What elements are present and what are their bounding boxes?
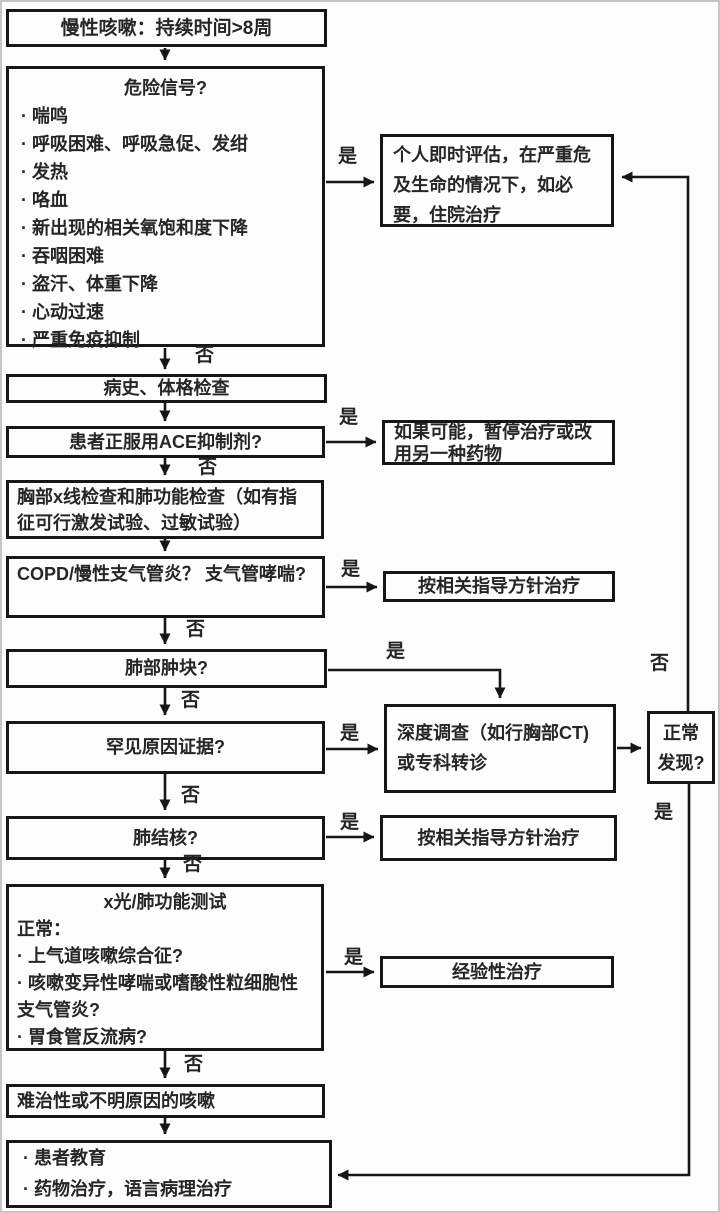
node-xray-lung-function: x光/肺功能测试 正常： · 上气道咳嗽综合征? · 咳嗽变异性哮喘或嗜酸性粒细… (6, 884, 324, 1051)
list-item: · 吞咽困难 (21, 246, 104, 266)
node-history-exam: 病史、体格检查 (6, 374, 327, 403)
list-item: · 药物治疗，语言病理治疗 (23, 1179, 232, 1199)
label-no-tb: 否 (183, 854, 203, 875)
arrow-normal-no-assess (621, 171, 690, 711)
node-ace-inhibitor: 患者正服用ACE抑制剂? (6, 426, 325, 458)
list-item: · 喘鸣 (21, 106, 68, 126)
node-stop-or-switch-drug: 如果可能，暂停治疗或改用另一种药物 (382, 420, 615, 465)
list-item: · 盗汗、体重下降 (21, 274, 158, 294)
node-patient-education: · 患者教育 · 药物治疗，语言病理治疗 (6, 1140, 332, 1208)
label-no-mass: 否 (181, 690, 201, 711)
list-item: · 胃食管反流病? (17, 1027, 147, 1047)
node-refractory-cough: 难治性或不明原因的咳嗽 (6, 1084, 325, 1118)
label-yes-mass: 是 (386, 641, 406, 662)
label-no-func: 否 (184, 1054, 204, 1075)
node-lung-mass: 肺部肿块? (6, 649, 327, 688)
node-tuberculosis: 肺结核? (6, 816, 325, 860)
node-func-title: x光/肺功能测试 (103, 892, 227, 912)
label-no-copd: 否 (186, 619, 206, 640)
label-no-danger: 否 (195, 345, 215, 366)
label-no-normal: 否 (650, 653, 670, 674)
label-no-ace: 否 (198, 457, 218, 478)
node-normal-line2: 发现? (657, 752, 705, 773)
label-yes-rare: 是 (340, 723, 360, 744)
node-chest-xray: 胸部x线检查和肺功能检查（如有指征可行激发试验、过敏试验） (6, 480, 324, 539)
node-empiric-therapy: 经验性治疗 (380, 956, 614, 988)
label-yes-copd: 是 (341, 559, 361, 580)
label-yes-tb: 是 (340, 812, 360, 833)
node-func-subtitle: 正常： (17, 919, 71, 939)
label-yes-normal: 是 (654, 802, 674, 823)
node-treat-per-guidelines-copd: 按相关指导方针治疗 (383, 571, 615, 602)
list-item: · 严重免疫抑制 (21, 330, 140, 350)
label-yes-ace: 是 (339, 407, 359, 428)
list-item: · 呼吸困难、呼吸急促、发绀 (21, 134, 248, 154)
list-item: · 心动过速 (21, 302, 104, 322)
node-copd-asthma: COPD/慢性支气管炎？ 支气管哮喘? (6, 556, 325, 618)
arrow-normal-yes-education (337, 783, 691, 1181)
node-deep-investigation: 深度调查（如行胸部CT)或专科转诊 (384, 704, 616, 793)
list-item: · 患者教育 (23, 1148, 106, 1168)
list-item: · 发热 (21, 162, 68, 182)
node-immediate-assessment: 个人即时评估，在严重危及生命的情况下，如必要，住院治疗 (380, 134, 614, 227)
arrow-mass-investigate (328, 668, 506, 699)
node-start: 慢性咳嗽：持续时间>8周 (6, 9, 327, 47)
list-item: · 咯血 (21, 190, 68, 210)
label-yes-func: 是 (344, 947, 364, 968)
list-item: · 新出现的相关氧饱和度下降 (21, 218, 248, 238)
node-danger-signals: 危险信号? · 喘鸣 · 呼吸困难、呼吸急促、发绀 · 发热 · 咯血 · 新出… (6, 66, 325, 350)
label-no-rare: 否 (181, 785, 201, 806)
label-yes-danger: 是 (338, 146, 358, 167)
node-treat-per-guidelines-tb: 按相关指导方针治疗 (380, 815, 617, 861)
list-item: · 咳嗽变异性哮喘或嗜酸性粒细胞性支气管炎? (17, 973, 298, 1020)
list-item: · 上气道咳嗽综合征? (17, 946, 183, 966)
node-danger-title: 危险信号? (124, 78, 207, 98)
node-normal-line1: 正常 (663, 722, 699, 743)
node-normal-findings: 正常 发现? (647, 711, 715, 784)
node-rare-cause: 罕见原因证据? (6, 721, 325, 774)
